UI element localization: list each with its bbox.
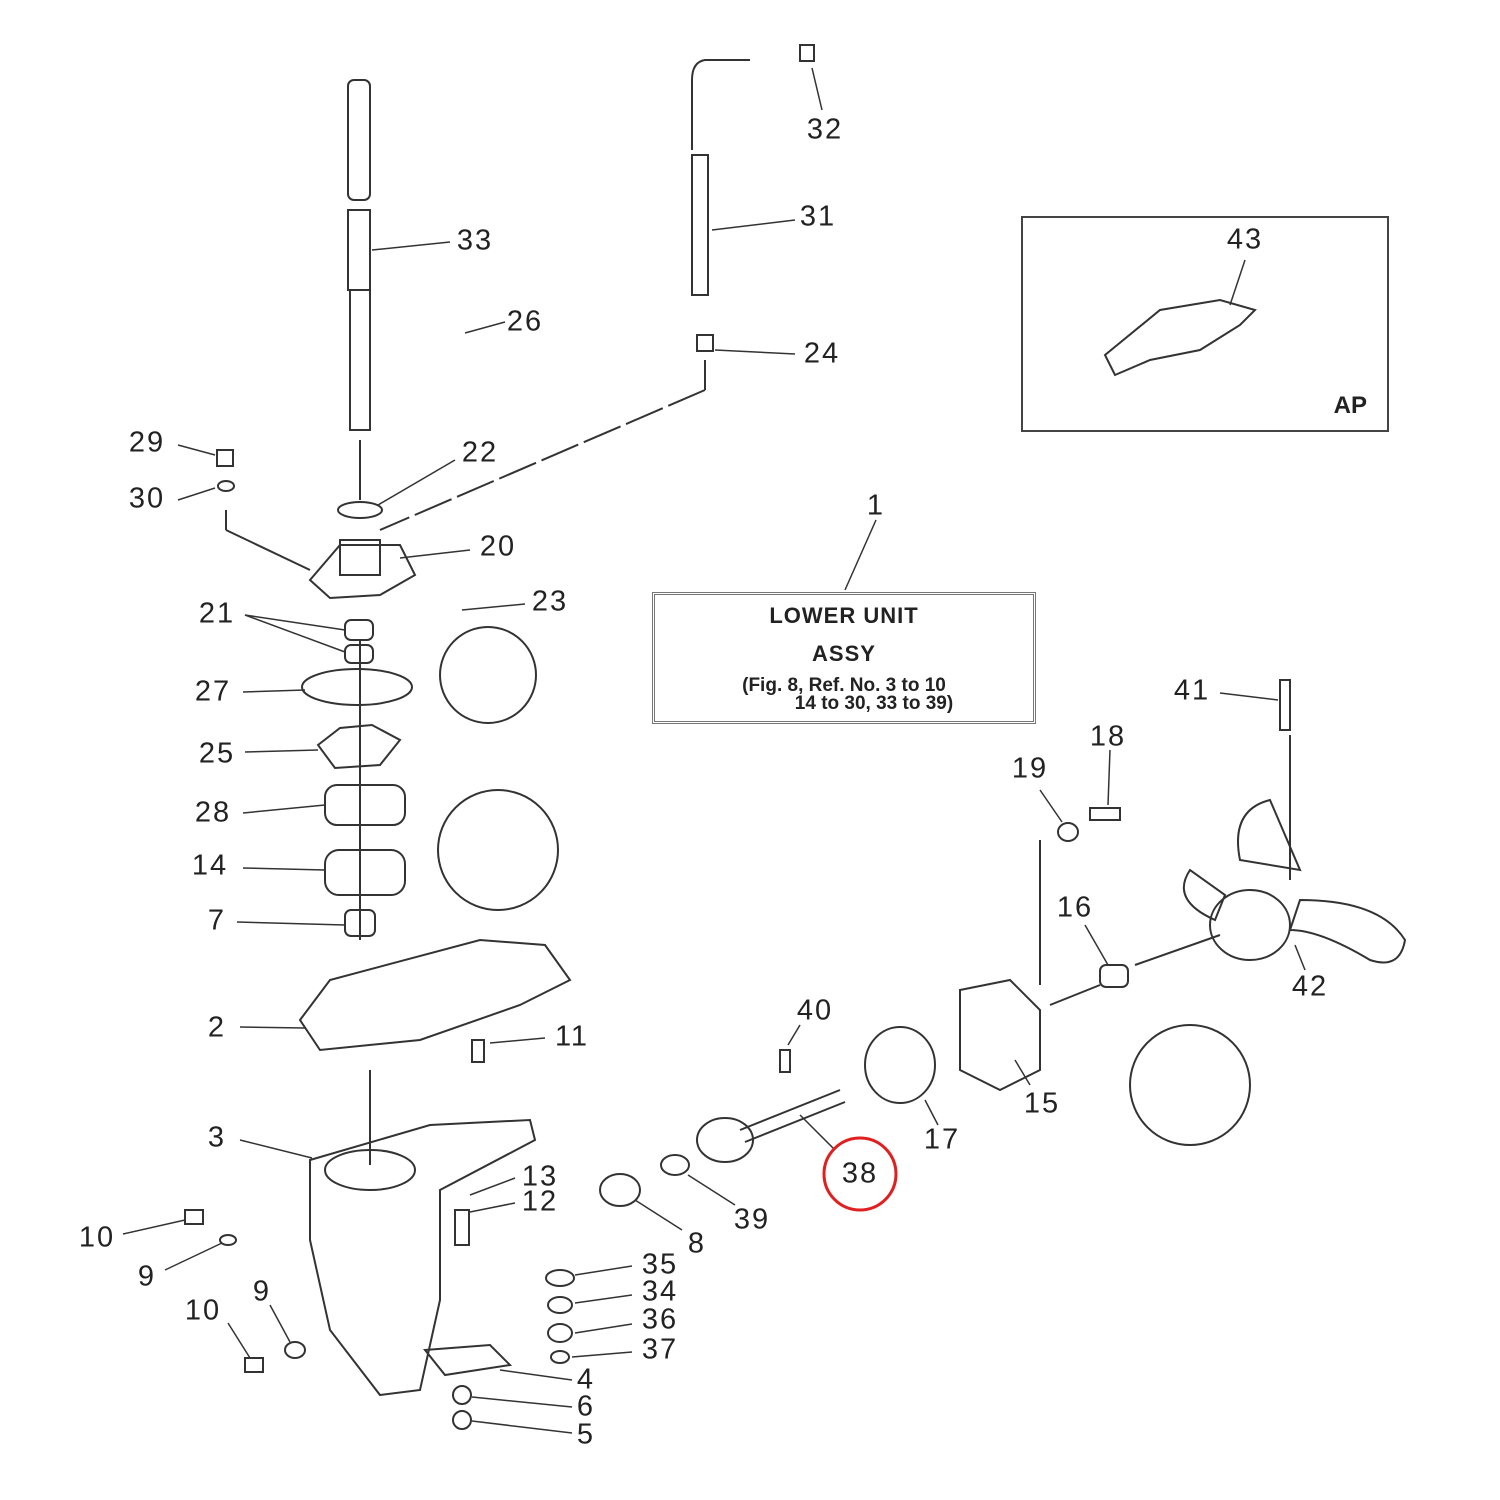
callout-1: 1 xyxy=(866,489,886,522)
callout-39: 39 xyxy=(733,1203,771,1236)
callout-9: 9 xyxy=(137,1260,157,1293)
callout-9: 9 xyxy=(252,1275,272,1308)
callout-41: 41 xyxy=(1173,674,1211,707)
callout-8: 8 xyxy=(687,1227,707,1260)
callout-36: 36 xyxy=(641,1303,679,1336)
callout-27: 27 xyxy=(194,675,232,708)
callout-23: 23 xyxy=(531,585,569,618)
callout-30: 30 xyxy=(128,482,166,515)
callout-24: 24 xyxy=(803,337,841,370)
callout-17: 17 xyxy=(923,1123,961,1156)
callout-22: 22 xyxy=(461,436,499,469)
callout-18: 18 xyxy=(1089,720,1127,753)
callout-26: 26 xyxy=(506,305,544,338)
callout-10: 10 xyxy=(78,1221,116,1254)
callout-32: 32 xyxy=(806,113,844,146)
callout-34: 34 xyxy=(641,1275,679,1308)
propeller-shaft xyxy=(599,807,1251,1207)
callout-38: 38 xyxy=(841,1157,879,1190)
callout-19: 19 xyxy=(1011,752,1049,785)
callout-13: 13 xyxy=(521,1160,559,1193)
callout-28: 28 xyxy=(194,796,232,829)
callout-29: 29 xyxy=(128,426,166,459)
inset-frame: AP xyxy=(1021,216,1389,432)
callout-31: 31 xyxy=(799,200,837,233)
water-pump xyxy=(216,449,559,940)
callout-20: 20 xyxy=(479,530,517,563)
box-line3: (Fig. 8, Ref. No. 3 to 10 xyxy=(742,675,946,696)
callout-14: 14 xyxy=(191,849,229,882)
callout-37: 37 xyxy=(641,1333,679,1366)
callout-10: 10 xyxy=(184,1294,222,1327)
callout-16: 16 xyxy=(1056,891,1094,924)
callout-15: 15 xyxy=(1023,1087,1061,1120)
callout-40: 40 xyxy=(796,994,834,1027)
leader-lines xyxy=(122,67,1306,1434)
callout-5: 5 xyxy=(576,1418,596,1451)
box-line2: ASSY xyxy=(812,641,876,666)
callout-6: 6 xyxy=(576,1390,596,1423)
box-line4: 14 to 30, 33 to 39) xyxy=(794,693,954,714)
gasket xyxy=(298,938,572,1052)
callout-42: 42 xyxy=(1291,970,1329,1003)
highlight-circle xyxy=(822,1136,898,1212)
inset-code: AP xyxy=(1333,392,1367,419)
callout-35: 35 xyxy=(641,1248,679,1281)
propeller xyxy=(1182,679,1407,964)
callout-33: 33 xyxy=(456,224,494,257)
callout-4: 4 xyxy=(576,1363,596,1396)
callout-12: 12 xyxy=(521,1185,559,1218)
callout-11: 11 xyxy=(554,1020,590,1053)
drive-shaft xyxy=(347,79,371,500)
shift-rod xyxy=(379,44,815,531)
box-line1: LOWER UNIT xyxy=(769,603,919,628)
callout-2: 2 xyxy=(207,1011,227,1044)
inset-part xyxy=(1103,298,1257,377)
callout-43: 43 xyxy=(1226,223,1264,256)
callout-7: 7 xyxy=(207,904,227,937)
assembly-title-box: LOWER UNIT ASSY (Fig. 8, Ref. No. 3 to 1… xyxy=(652,592,1036,724)
callout-25: 25 xyxy=(198,737,236,770)
callout-3: 3 xyxy=(207,1121,227,1154)
callout-21: 21 xyxy=(198,597,236,630)
lower-case xyxy=(184,1039,575,1430)
